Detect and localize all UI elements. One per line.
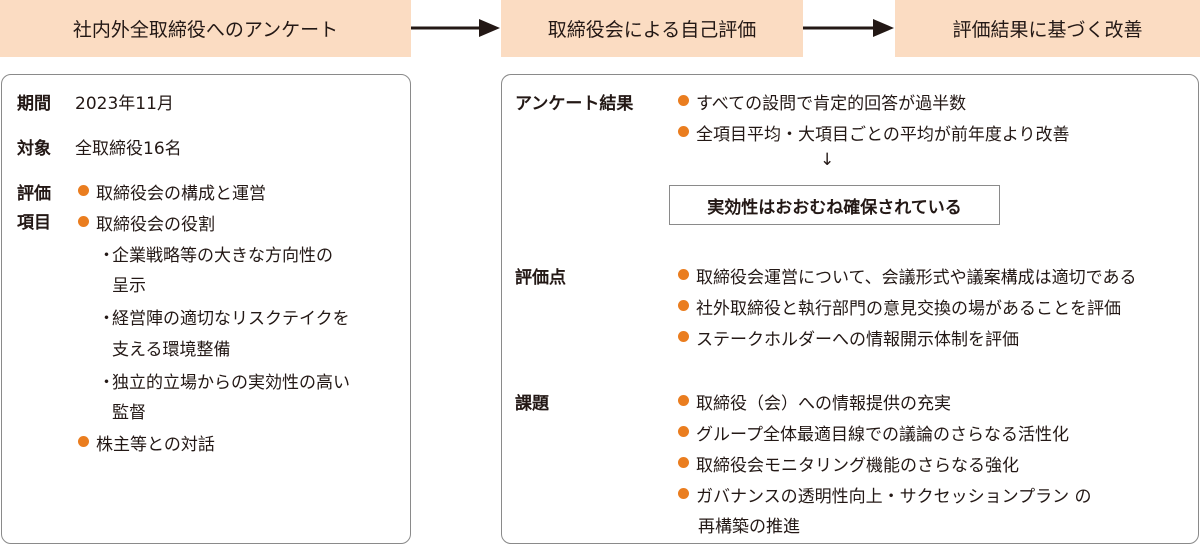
issue-governance-line1: ガバナンスの透明性向上・サクセッションプラン の	[678, 482, 1092, 507]
flow-step-improvement: 評価結果に基づく改善	[895, 0, 1200, 57]
period-label: 期間	[17, 94, 51, 114]
flow-step-self-evaluation-label: 取締役会による自己評価	[547, 19, 757, 41]
flow-arrow-right-icon	[803, 19, 894, 37]
sub-item-strategy: ・企業戦略等の大きな方向性の	[98, 241, 333, 266]
sub-item-mark: ・	[98, 246, 115, 266]
survey-result-improved: 全項目平均・大項目ごとの平均が前年度より改善	[678, 120, 1070, 145]
sub-item-risk-taking: ・経営陣の適切なリスクテイクを	[98, 304, 350, 329]
sub-item-strategy-line1: 企業戦略等の大きな方向性の	[112, 246, 333, 266]
issue-group-discussion: グループ全体最適目線での議論のさらなる活性化	[678, 420, 1069, 445]
survey-result-majority: すべての設問で肯定的回答が過半数	[678, 89, 966, 114]
survey-results-label: アンケート結果	[515, 94, 634, 114]
target-value: 全取締役16名	[75, 139, 182, 159]
flow-step-self-evaluation: 取締役会による自己評価	[501, 0, 803, 57]
target-label: 対象	[17, 139, 51, 159]
sub-item-oversight-line1: 独立的立場からの実効性の高い	[112, 373, 350, 393]
sub-item-risk-taking-line1: 経営陣の適切なリスクテイクを	[112, 309, 350, 329]
sub-item-risk-taking-line2: 支える環境整備	[112, 340, 231, 360]
items-label-line2: 項目	[17, 213, 51, 233]
evaluation-points-label: 評価点	[515, 268, 566, 288]
issue-governance-line2: 再構築の推進	[698, 517, 800, 537]
item-board-role: 取締役会の役割	[78, 210, 215, 235]
point-opinion-exchange: 社外取締役と執行部門の意見交換の場があることを評価	[678, 294, 1121, 319]
survey-details-panel	[1, 74, 411, 544]
sub-item-mark: ・	[98, 309, 115, 329]
sub-item-strategy-line2: 呈示	[112, 276, 146, 296]
conclusion-text: 実効性はおおむね確保されている	[707, 197, 962, 218]
flow-arrow-right-icon	[411, 19, 500, 37]
item-shareholder-dialogue: 株主等との対話	[78, 430, 215, 455]
flow-step-improvement-label: 評価結果に基づく改善	[952, 19, 1143, 41]
sub-item-oversight: ・独立的立場からの実効性の高い	[98, 368, 350, 393]
sub-item-oversight-line2: 監督	[112, 403, 146, 423]
flow-step-survey-label: 社内外全取締役へのアンケート	[72, 19, 339, 41]
point-disclosure: ステークホルダーへの情報開示体制を評価	[678, 325, 1019, 350]
period-value: 2023年11月	[75, 94, 174, 114]
flow-step-survey: 社内外全取締役へのアンケート	[0, 0, 411, 57]
items-label-line1: 評価	[17, 184, 51, 204]
issue-monitoring: 取締役会モニタリング機能のさらなる強化	[678, 451, 1019, 476]
conclusion-box: 実効性はおおむね確保されている	[669, 185, 1000, 225]
point-meeting-format: 取締役会運営について、会議形式や議案構成は適切である	[678, 263, 1136, 288]
item-composition-operation: 取締役会の構成と運営	[78, 179, 266, 204]
issue-information-provision: 取締役（会）への情報提供の充実	[678, 389, 951, 414]
issues-label: 課題	[515, 394, 549, 414]
evaluation-results-panel	[501, 74, 1199, 544]
down-arrow-icon: ↓	[820, 150, 835, 170]
sub-item-mark: ・	[98, 373, 115, 393]
